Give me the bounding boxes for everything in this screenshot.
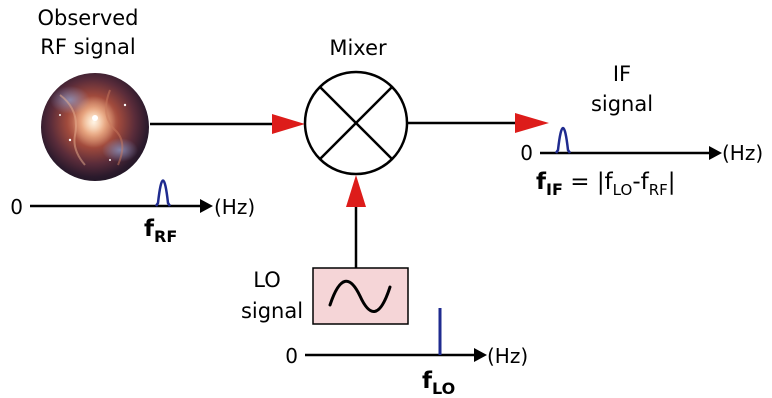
if-axis-zero: 0 xyxy=(520,141,533,165)
lo-axis-arrowhead xyxy=(474,348,487,362)
rf-title-line1: Observed xyxy=(37,6,138,30)
rf-axis-zero: 0 xyxy=(10,195,23,219)
if-formula-equals: = xyxy=(563,169,597,195)
lo-freq-label: f xyxy=(422,368,433,394)
lo-spectrum-axis: 0 (Hz) fLO xyxy=(285,308,528,398)
if-formula-sub-if: IF xyxy=(546,180,563,199)
svg-text:fRF: fRF xyxy=(144,216,177,246)
if-formula-bar-open: |f xyxy=(597,169,614,195)
if-formula-sub-rf: RF xyxy=(649,181,668,199)
if-title-line2: signal xyxy=(591,92,653,116)
svg-text:fLO: fLO xyxy=(422,368,455,398)
if-spectrum-peak xyxy=(554,126,572,154)
if-formula-minus: -f xyxy=(632,169,649,195)
if-formula-bar-close: | xyxy=(668,169,676,195)
rf-to-mixer-connection xyxy=(150,114,305,134)
rf-freq-label: f xyxy=(144,216,155,242)
lo-title-line2: signal xyxy=(241,299,303,323)
svg-text:fIF = |fLO-fRF|: fIF = |fLO-fRF| xyxy=(536,169,676,199)
lo-arrowhead xyxy=(346,175,366,207)
mixer-cross-icon xyxy=(303,70,409,176)
if-spectrum-axis: 0 (Hz) xyxy=(520,126,763,165)
if-arrowhead xyxy=(515,113,549,133)
mixer-label: Mixer xyxy=(329,36,387,60)
if-formula-f: f xyxy=(536,169,547,195)
rf-axis-unit: (Hz) xyxy=(214,195,255,219)
rf-source: Observed RF signal xyxy=(37,6,149,181)
if-title-line1: IF xyxy=(613,62,631,86)
rf-axis-arrowhead xyxy=(200,199,213,213)
orion-nebula-image xyxy=(41,73,149,181)
if-formula: fIF = |fLO-fRF| xyxy=(536,169,676,199)
mixer-to-if-connection xyxy=(407,113,549,133)
rf-spectrum-peak xyxy=(154,179,172,207)
rf-freq-sub: RF xyxy=(154,227,177,246)
if-axis-unit: (Hz) xyxy=(722,141,763,165)
sine-wave-icon xyxy=(328,279,392,313)
lo-title-line1: LO xyxy=(253,268,280,292)
rf-title-line2: RF signal xyxy=(40,35,135,59)
lo-freq-sub: LO xyxy=(432,379,455,398)
if-formula-sub-lo: LO xyxy=(613,181,633,199)
mixer: Mixer xyxy=(303,36,409,176)
if-output: IF signal 0 (Hz) fIF = |fLO-fRF| xyxy=(520,62,763,199)
lo-input: LO signal xyxy=(241,267,409,325)
lo-axis-unit: (Hz) xyxy=(487,344,528,368)
lo-axis-zero: 0 xyxy=(285,344,298,368)
rf-arrowhead xyxy=(272,114,305,134)
if-axis-arrowhead xyxy=(709,146,722,160)
rf-spectrum-axis: 0 (Hz) fRF xyxy=(10,179,255,246)
lo-to-mixer-connection xyxy=(346,175,366,268)
